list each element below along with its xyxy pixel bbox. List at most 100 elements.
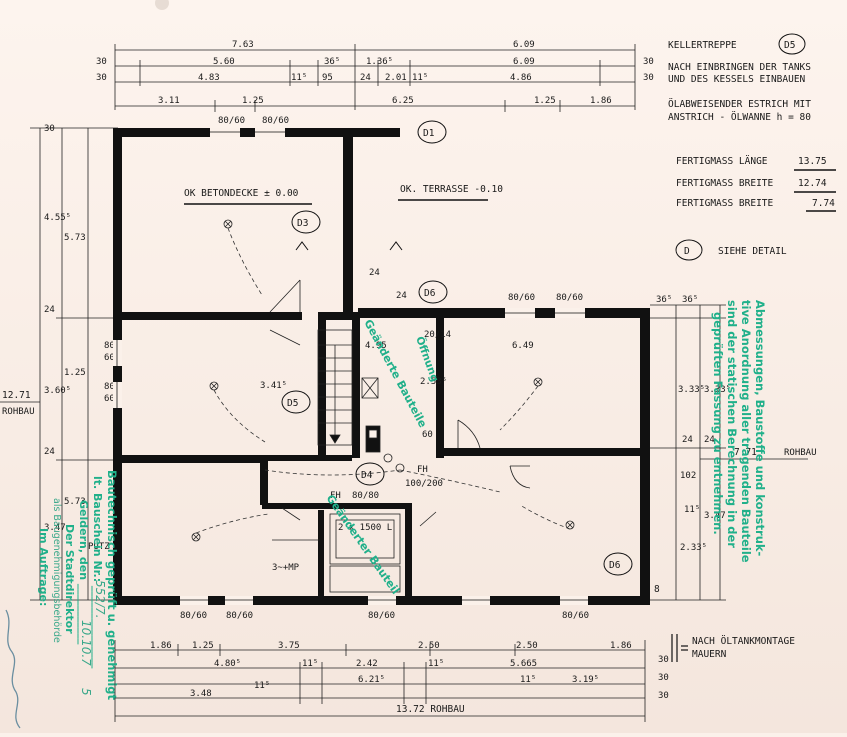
legend-estrich-2: ANSTRICH - ÖLWANNE h = 80 (668, 112, 811, 123)
approval-line1: Bautechnisch geprüft u. genehmigt (105, 470, 119, 701)
dim-top-30d: 30 (643, 73, 654, 83)
rohbau-left-value: 12.71 (2, 390, 31, 401)
rohbau-bottom: 13.72 ROHBAU (396, 704, 465, 715)
dim-top-1-25b: 1.25 (534, 96, 556, 106)
dim-left-60b: 60 (104, 394, 115, 404)
legend-fm-breite-2: FERTIGMASS BREITE (676, 198, 774, 209)
dim-bottom-11-5a: 11⁵ (302, 659, 318, 669)
dim-top-1-25a: 1.25 (242, 96, 264, 106)
dim-inner-4-95: 4.95 (365, 341, 387, 351)
dim-top-95: 95 (322, 73, 333, 83)
window-top-1: 80/60 (218, 116, 245, 126)
legend-kellertreppe-code: D5 (784, 40, 795, 51)
dim-bottom-11-5d: 11⁵ (520, 675, 536, 685)
label-fh-size-80: 80/80 (352, 491, 379, 501)
dim-bottom-1-86b: 1.86 (610, 641, 632, 651)
dim-left-1-25: 1.25 (64, 368, 86, 378)
window-bottom-1: 80/60 (180, 611, 207, 621)
top-dimensions: 7.63 6.09 30 5.60 36⁵ 1.36⁵ 6.09 30 30 4… (96, 40, 654, 303)
dim-inner-60: 60 (422, 430, 433, 440)
legend-fm-breite-1: FERTIGMASS BREITE (676, 178, 774, 189)
dim-top-30a: 30 (96, 57, 107, 67)
dim-top-3-11: 3.11 (158, 96, 180, 106)
dim-right-3-33-5b: 3.33⁵ (704, 385, 731, 395)
detail-markers (281, 33, 806, 576)
dim-top-5-60: 5.60 (213, 57, 235, 67)
dim-bottom-2-50b: 2.50 (516, 641, 538, 651)
dim-top-30c: 30 (96, 73, 107, 83)
approval-line4: Der Stadtdirektor (63, 524, 76, 634)
dim-left-3-60-5: 3.60⁵ (44, 386, 71, 396)
electrical-fixtures (191, 219, 575, 542)
label-oeffnung-dim: 20/14 (424, 330, 451, 340)
dim-left-80a: 80 (104, 341, 115, 351)
label-ok-betondecke: OK BETONDECKE ± 0.00 (184, 188, 299, 199)
dim-top-4-83: 4.83 (198, 73, 220, 83)
approval-line2: lt. Bauschein Nr.: _______________ (91, 476, 104, 669)
dim-top-1-86: 1.86 (590, 96, 612, 106)
dim-right-36-5a: 36⁵ (656, 295, 672, 305)
detail-d3: D3 (297, 218, 308, 229)
dim-inner-3-41-5: 3.41⁵ (260, 381, 287, 391)
oil-tanks (272, 513, 401, 593)
legend-fm-breite-1-value: 12.74 (798, 178, 827, 189)
dim-bottom-2-42: 2.42 (356, 659, 378, 669)
staircase (317, 329, 381, 453)
dim-top-4-86: 4.86 (510, 73, 532, 83)
dim-bottom-30c: 30 (658, 691, 669, 701)
dim-bottom-6-21-5: 6.21⁵ (358, 675, 385, 685)
window-top-3: 80/60 (508, 293, 535, 303)
dim-bottom-11-5b: 11⁵ (428, 659, 444, 669)
window-bottom-4: 80/60 (562, 611, 589, 621)
legend-fm-laenge: FERTIGMASS LÄNGE (676, 156, 768, 167)
stamp-right-line1: Abmessungen, Baustoffe und konstruk- (753, 300, 767, 557)
dim-bottom-3-75: 3.75 (278, 641, 300, 651)
dim-left-5-73b: 5.73 (64, 497, 86, 507)
dim-bottom-1-86a: 1.86 (150, 641, 172, 651)
legend-tank-2: MAUERN (692, 649, 727, 660)
punch-hole (155, 0, 169, 10)
dim-top-6-09b: 6.09 (513, 57, 535, 67)
dim-right-36-5b: 36⁵ (682, 295, 698, 305)
legend-fm-breite-2-value: 7.74 (812, 198, 835, 209)
approval-handwritten-date: 10.10.7 (79, 620, 93, 666)
dim-right-3-33-5a: 3.33⁵ (678, 385, 705, 395)
legend-note-1: NACH EINBRINGEN DER TANKS (668, 62, 811, 73)
dim-bottom-4-80-5: 4.80⁵ (214, 659, 241, 669)
dim-right-24b: 24 (704, 435, 715, 445)
dim-bottom-30a: 30 (658, 655, 669, 665)
stamp-center-1: Geänderte Bauteile (361, 317, 429, 429)
label-tank: 2 x 1500 L (338, 523, 392, 533)
label-putz: PUTZ (88, 542, 110, 552)
rohbau-right-value: 7.71 (734, 447, 757, 458)
label-fh-right: FH (417, 465, 428, 475)
dim-top-30b: 30 (643, 57, 654, 67)
dim-right-3-47: 3.47 (704, 511, 726, 521)
window-top-4: 80/60 (556, 293, 583, 303)
dim-right-24a: 24 (682, 435, 693, 445)
detail-d6-top: D6 (424, 288, 436, 299)
dim-top-6-09: 6.09 (513, 40, 535, 50)
dim-inner-24b: 24 (396, 291, 407, 301)
detail-d6-bottom: D6 (609, 560, 621, 571)
dim-top-2-01: 2.01 (385, 73, 407, 83)
level-markers (184, 199, 488, 251)
approval-line3: Geldern, den ___________ (77, 500, 90, 645)
dim-right-102: 102 (680, 471, 696, 481)
rohbau-left-label: ROHBAU (2, 407, 35, 417)
window-bottom-3: 80/60 (368, 611, 395, 621)
dim-inner-24a: 24 (369, 268, 380, 278)
legend-detail-text: SIEHE DETAIL (718, 246, 787, 257)
dim-left-60a: 60 (104, 353, 115, 363)
bottom-dimensions: 80/60 80/60 80/60 80/60 1.86 1.25 3.75 2… (114, 611, 669, 722)
approval-line5: als Baugenehmigungsbehörde (51, 498, 62, 643)
legend-fm-laenge-value: 13.75 (798, 156, 827, 167)
dim-inner-2-53-5: 2.53⁵ (420, 377, 447, 387)
stamp-center-line1: Geänderte Bauteile (361, 317, 429, 429)
doors (269, 279, 531, 527)
detail-d1: D1 (423, 128, 435, 139)
dim-left-24a: 24 (44, 305, 55, 315)
dim-top-11-5a: 11⁵ (291, 73, 307, 83)
stamp-right-line3: sind der statischen Berechnung in der (725, 300, 739, 548)
